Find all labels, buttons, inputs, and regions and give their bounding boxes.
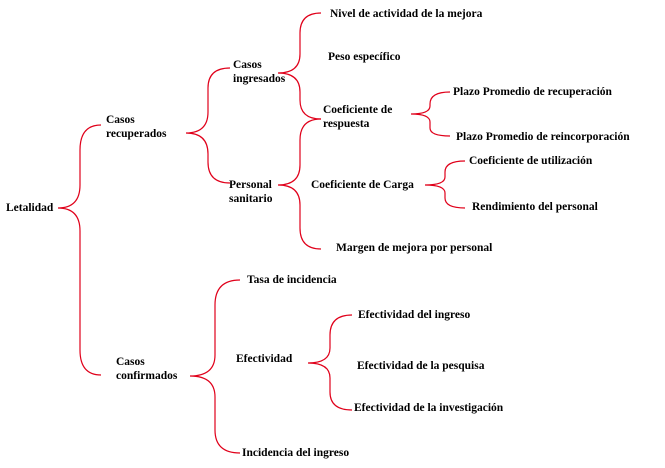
node-efectividad: Efectividad (236, 353, 293, 365)
brace-casos-recuperados (185, 67, 231, 184)
node-nivel-actividad: Nivel de actividad de la mejora (330, 8, 483, 20)
node-efectividad-investigacion: Efectividad de la investigación (354, 402, 504, 414)
node-plazo-recuperacion: Plazo Promedio de recuperación (453, 86, 612, 98)
brace-letalidad (57, 124, 102, 376)
brace-casos-ingresados (277, 12, 322, 120)
node-personal-sanitario: Personal sanitario (229, 179, 273, 205)
node-incidencia-ingreso: Incidencia del ingreso (242, 447, 350, 459)
node-peso-especifico: Peso específico (328, 51, 401, 63)
node-coeficiente-carga: Coeficiente de Carga (311, 179, 414, 191)
brace-personal-sanitario (277, 118, 322, 250)
brace-coeficiente-respuesta (410, 91, 451, 137)
node-tasa-incidencia: Tasa de incidencia (247, 274, 337, 286)
brace-casos-confirmados (189, 279, 241, 454)
brace-coeficiente-carga (424, 160, 466, 209)
node-margen-mejora: Margen de mejora por personal (336, 242, 493, 254)
brace-efectividad (307, 314, 353, 411)
node-casos-ingresados: Casos ingresados (233, 59, 286, 85)
node-efectividad-pesquisa: Efectividad de la pesquisa (357, 360, 485, 372)
node-casos-recuperados: Casos recuperados (106, 114, 167, 140)
node-coeficiente-respuesta: Coeficiente de respuesta (323, 104, 393, 130)
node-casos-confirmados: Casos confirmados (116, 356, 178, 382)
node-efectividad-ingreso: Efectividad del ingreso (358, 309, 471, 321)
node-coeficiente-utilizacion: Coeficiente de utilización (469, 155, 593, 167)
node-letalidad: Letalidad (6, 202, 54, 214)
node-rendimiento-personal: Rendimiento del personal (472, 201, 598, 213)
node-plazo-reincorporacion: Plazo Promedio de reincorporación (456, 131, 630, 143)
